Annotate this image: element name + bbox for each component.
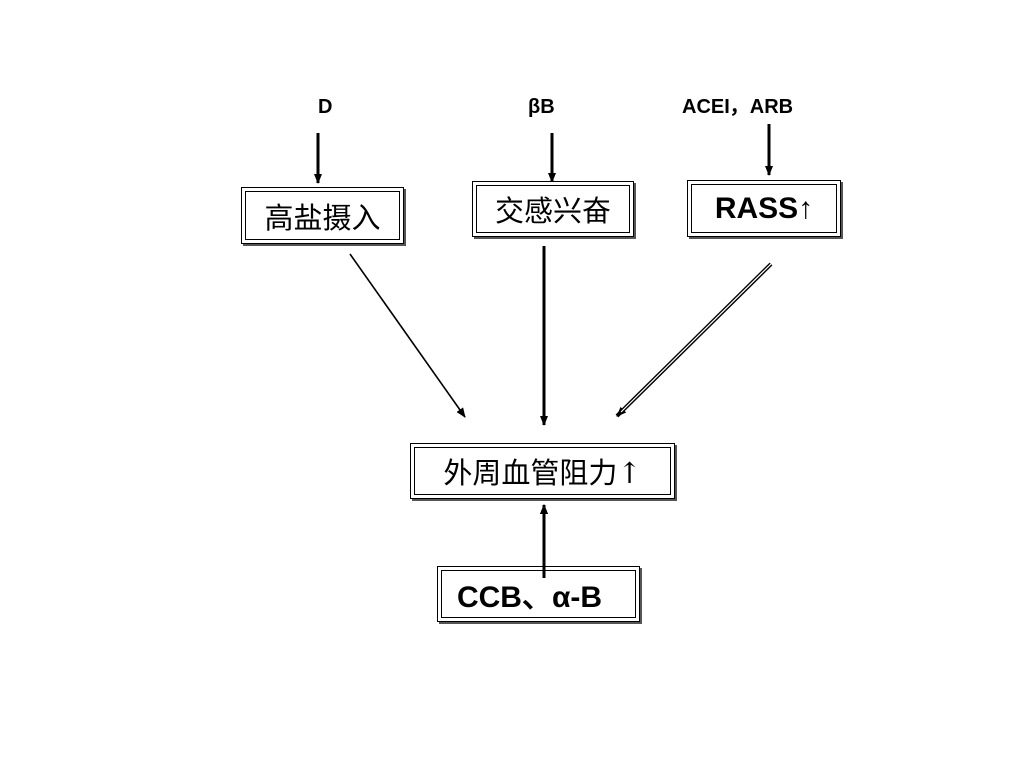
box-peripheral-resistance: 外周血管阻力↑ [410,443,675,499]
text-ccb-alpha-b: CCB、α-B [456,581,603,614]
box-high-salt: 高盐摄入 [241,187,404,244]
text-peripheral-resistance: 外周血管阻力↑ [443,456,642,490]
label-diuretic: D [318,96,333,118]
text-rass: RASS↑ [714,191,814,225]
arrow-rass-inner-line [620,263,772,413]
label-acei-arb: ACEI，ARB [682,96,794,118]
box-rass: RASS↑ [687,180,841,237]
box-ccb-alpha-b: CCB、α-B [437,566,640,622]
text-sympathetic: 交感兴奋 [494,194,611,228]
label-beta-blocker: βB [528,96,555,118]
box-sympathetic: 交感兴奋 [472,181,634,237]
text-high-salt: 高盐摄入 [264,200,381,235]
arrow-high-salt-to-resistance [349,253,466,418]
